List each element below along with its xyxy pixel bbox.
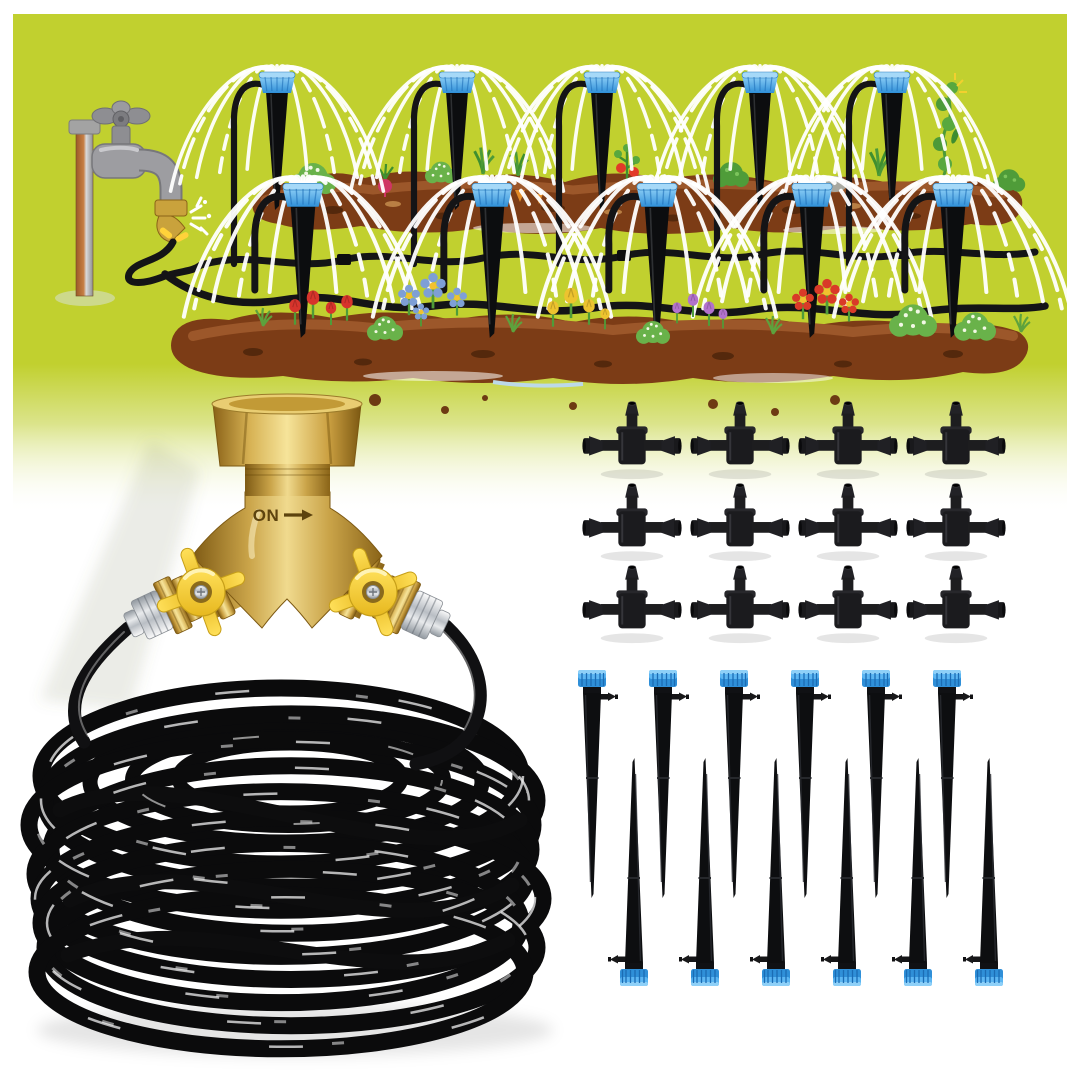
drip-emitter-stake bbox=[927, 668, 973, 902]
drip-sprinkler bbox=[831, 174, 1067, 338]
splitter-and-coil: ON bbox=[20, 393, 553, 1058]
drip-emitter-stake bbox=[785, 668, 831, 902]
barbed-tee-connector bbox=[686, 564, 794, 646]
barbed-tee-connector bbox=[902, 564, 1010, 646]
drip-sprinkler bbox=[783, 64, 1001, 268]
drip-emitter-stake bbox=[643, 668, 689, 902]
barbed-tee-connector bbox=[686, 400, 794, 482]
barbed-tee-connector bbox=[794, 482, 902, 564]
drip-sprinkler bbox=[493, 64, 711, 268]
valve-to-coil-tubes bbox=[68, 619, 487, 771]
drip-emitter-stake bbox=[820, 754, 867, 988]
brass-2way-splitter: ON bbox=[123, 393, 451, 640]
valve-on-label: ON bbox=[253, 506, 280, 525]
water-splash bbox=[189, 196, 209, 236]
faucet-illustration bbox=[55, 100, 212, 306]
barbed-tee-connector bbox=[902, 400, 1010, 482]
drip-sprinkler bbox=[370, 174, 614, 338]
barbed-tee-connector bbox=[578, 400, 686, 482]
barbed-tee-connector bbox=[578, 482, 686, 564]
drip-emitter-stake bbox=[678, 754, 725, 988]
on-arrow-icon bbox=[284, 509, 313, 521]
garden-illustration bbox=[13, 14, 1067, 514]
barbed-tee-connector bbox=[794, 564, 902, 646]
drip-emitter-stake bbox=[749, 754, 796, 988]
drip-sprinkler bbox=[651, 64, 869, 268]
drip-emitter-stake bbox=[714, 668, 760, 902]
barbed-tee-connector bbox=[686, 482, 794, 564]
drip-sprinkler bbox=[535, 174, 779, 338]
barbed-tee-connector bbox=[578, 564, 686, 646]
drip-emitter-stake bbox=[891, 754, 938, 988]
drip-emitter-stake bbox=[962, 754, 1009, 988]
drip-sprinkler bbox=[348, 64, 566, 268]
drip-emitter-stake bbox=[856, 668, 902, 902]
drip-sprinkler bbox=[181, 174, 425, 338]
drip-sprinkler bbox=[168, 64, 386, 268]
tee-connector-grid bbox=[578, 400, 1014, 652]
tubing-coil bbox=[20, 679, 552, 1058]
barbed-tee-connector bbox=[902, 482, 1010, 564]
barbed-tee-connector bbox=[794, 400, 902, 482]
drip-emitter-stake bbox=[607, 754, 654, 988]
